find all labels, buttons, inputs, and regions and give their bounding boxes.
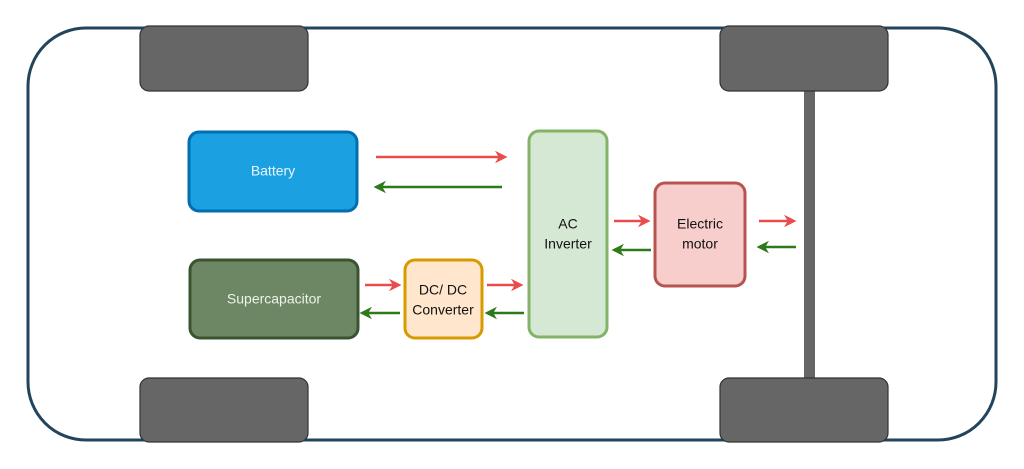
ac-inverter-box (527, 129, 609, 339)
dcdc-converter-node: DC/ DC Converter (403, 258, 484, 340)
supercapacitor-box (188, 258, 360, 340)
dcdc-converter-label-line1: DC/ DC (419, 282, 467, 298)
electric-motor-label-line2: motor (682, 236, 718, 252)
battery-label: Battery (251, 163, 295, 179)
electric-motor-box (653, 181, 747, 288)
dcdc-converter-label-line2: Converter (412, 302, 474, 318)
battery-box (187, 130, 359, 213)
electric-motor-label-line1: Electric (677, 216, 723, 232)
ac-inverter-label-line1: AC (558, 216, 577, 232)
electric-motor-node: Electric motor (653, 181, 747, 288)
wheel-front-right (139, 377, 309, 443)
ac-inverter-node: AC Inverter (527, 129, 609, 339)
wheel-front-left (139, 25, 309, 92)
wheel-rear-left (719, 25, 889, 92)
rear-axle (804, 88, 815, 382)
supercapacitor-label: Supercapacitor (227, 291, 322, 307)
ac-inverter-label-line2: Inverter (544, 236, 592, 252)
dcdc-converter-box (403, 258, 484, 340)
wheel-rear-right (719, 377, 889, 443)
battery-node: Battery (187, 130, 359, 213)
supercapacitor-node: Supercapacitor (188, 258, 360, 340)
